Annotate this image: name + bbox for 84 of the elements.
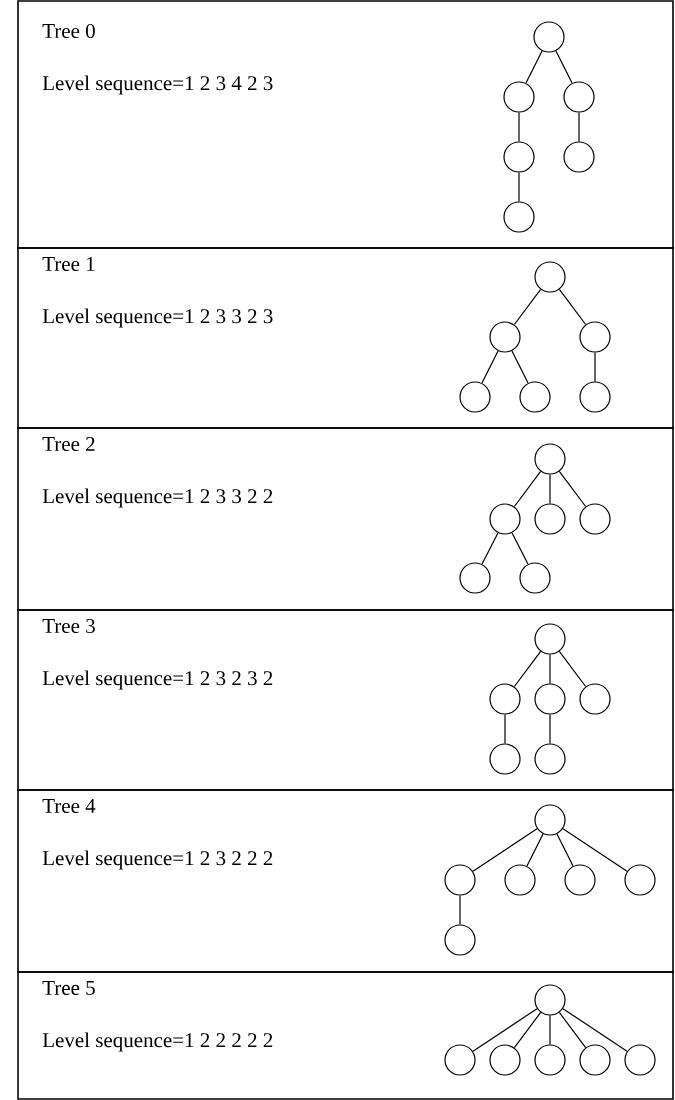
tree-edge <box>481 350 499 384</box>
tree-node <box>534 804 566 836</box>
tree-node <box>534 443 566 475</box>
tree-node <box>534 261 566 293</box>
tree-edge <box>504 714 506 744</box>
tree-edge <box>525 50 543 84</box>
tree-node <box>564 864 596 896</box>
tree-panel <box>17 609 674 791</box>
tree-node <box>489 321 521 353</box>
tree-edge <box>513 470 542 508</box>
tree-node <box>579 381 611 413</box>
tree-node <box>624 1044 656 1076</box>
tree-edge <box>562 1008 628 1052</box>
tree-edge <box>518 112 520 142</box>
tree-edge <box>518 172 520 202</box>
tree-node <box>489 503 521 535</box>
tree-edge <box>558 288 587 326</box>
panel-text: Level sequence=1 2 3 2 2 2 <box>42 850 273 870</box>
tree-panel <box>17 247 674 429</box>
tree-edge <box>549 1015 551 1045</box>
tree-node <box>563 141 595 173</box>
tree-node <box>503 81 535 113</box>
tree-node <box>563 81 595 113</box>
tree-node <box>534 683 566 715</box>
tree-edge <box>555 50 573 84</box>
tree-node <box>534 623 566 655</box>
tree-node <box>503 141 535 173</box>
tree-node <box>534 984 566 1016</box>
tree-node <box>519 381 551 413</box>
tree-edge <box>558 470 587 508</box>
tree-node <box>579 321 611 353</box>
tree-node <box>503 201 535 233</box>
panel-text: Tree 1 <box>42 256 95 271</box>
panel-text: Tree 3 <box>42 618 95 634</box>
tree-node <box>533 21 565 53</box>
tree-edge <box>513 288 542 326</box>
panel-text: Tree 5 <box>42 981 95 995</box>
tree-edge <box>558 1011 587 1049</box>
tree-edge <box>513 650 542 688</box>
tree-edge <box>594 352 596 382</box>
tree-panel <box>17 427 674 611</box>
tree-edge <box>558 650 587 688</box>
tree-node <box>489 743 521 775</box>
panel-text: Tree 0 <box>42 23 95 39</box>
panel-text: Level sequence=1 2 3 4 2 3 <box>42 75 273 95</box>
panel-text: Level sequence=1 2 3 2 3 2 <box>42 670 273 690</box>
tree-edge <box>549 714 551 744</box>
tree-edge <box>472 1008 538 1052</box>
panel-text: Tree 2 <box>42 436 95 452</box>
tree-node <box>504 864 536 896</box>
tree-node <box>489 683 521 715</box>
tree-edge <box>549 474 551 504</box>
tree-node <box>489 1044 521 1076</box>
tree-node <box>459 381 491 413</box>
tree-edge <box>472 828 538 872</box>
tree-panel <box>17 789 674 973</box>
tree-panel <box>17 0 674 249</box>
tree-edge <box>513 1011 542 1049</box>
tree-node <box>519 562 551 594</box>
panel-text: Level sequence=1 2 2 2 2 2 <box>42 1032 273 1052</box>
tree-edge <box>562 828 628 872</box>
tree-node <box>444 864 476 896</box>
tree-node <box>444 924 476 956</box>
tree-panel <box>17 971 674 1100</box>
tree-node <box>579 683 611 715</box>
tree-node <box>579 503 611 535</box>
tree-node <box>459 562 491 594</box>
tree-edge <box>578 112 580 142</box>
tree-node <box>444 1044 476 1076</box>
tree-node <box>534 1044 566 1076</box>
tree-edge <box>526 833 544 867</box>
panel-text: Tree 4 <box>42 799 96 813</box>
tree-node <box>534 503 566 535</box>
tree-edge <box>511 350 529 384</box>
panel-text: Level sequence=1 2 3 3 2 2 <box>42 488 273 508</box>
panel-text: Level sequence=1 2 3 3 2 3 <box>42 308 273 328</box>
tree-edge <box>459 895 461 925</box>
tree-node <box>534 743 566 775</box>
tree-edge <box>511 532 529 565</box>
tree-edge <box>481 532 499 565</box>
tree-edge <box>549 654 551 684</box>
tree-edge <box>556 833 574 867</box>
tree-node <box>579 1044 611 1076</box>
tree-node <box>624 864 656 896</box>
